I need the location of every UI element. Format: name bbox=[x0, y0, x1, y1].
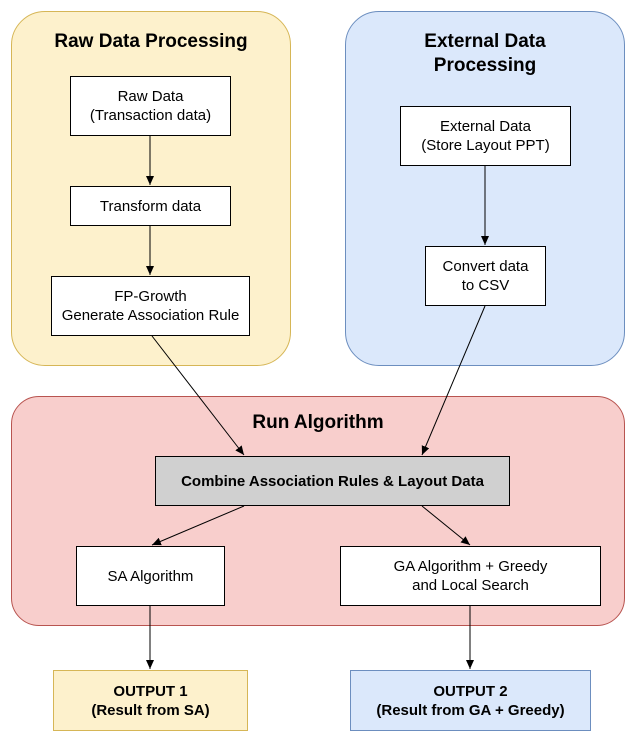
arrow-combine-to-ga bbox=[421, 505, 471, 546]
arrow-combine-to-sa bbox=[151, 505, 245, 546]
run-algorithm-title: Run Algorithm bbox=[252, 412, 384, 433]
fp-growth-node[interactable]: FP-Growth Generate Association Rule bbox=[51, 276, 250, 336]
output-1-node[interactable]: OUTPUT 1 (Result from SA) bbox=[53, 670, 248, 731]
arrow-convert-to-combine bbox=[421, 305, 486, 456]
raw-data-processing-title: Raw Data Processing bbox=[54, 31, 248, 52]
arrow-fpgrowth-to-combine bbox=[151, 335, 245, 456]
output-2-node[interactable]: OUTPUT 2 (Result from GA + Greedy) bbox=[350, 670, 591, 731]
ga-algorithm-node[interactable]: GA Algorithm + Greedy and Local Search bbox=[340, 546, 601, 606]
raw-data-node[interactable]: Raw Data (Transaction data) bbox=[70, 76, 231, 136]
combine-node[interactable]: Combine Association Rules & Layout Data bbox=[155, 456, 510, 506]
external-data-processing-title: External Data Processing bbox=[424, 31, 546, 76]
sa-algorithm-node[interactable]: SA Algorithm bbox=[76, 546, 225, 606]
transform-data-node[interactable]: Transform data bbox=[70, 186, 231, 226]
convert-data-node[interactable]: Convert data to CSV bbox=[425, 246, 546, 306]
external-data-node[interactable]: External Data (Store Layout PPT) bbox=[400, 106, 571, 166]
